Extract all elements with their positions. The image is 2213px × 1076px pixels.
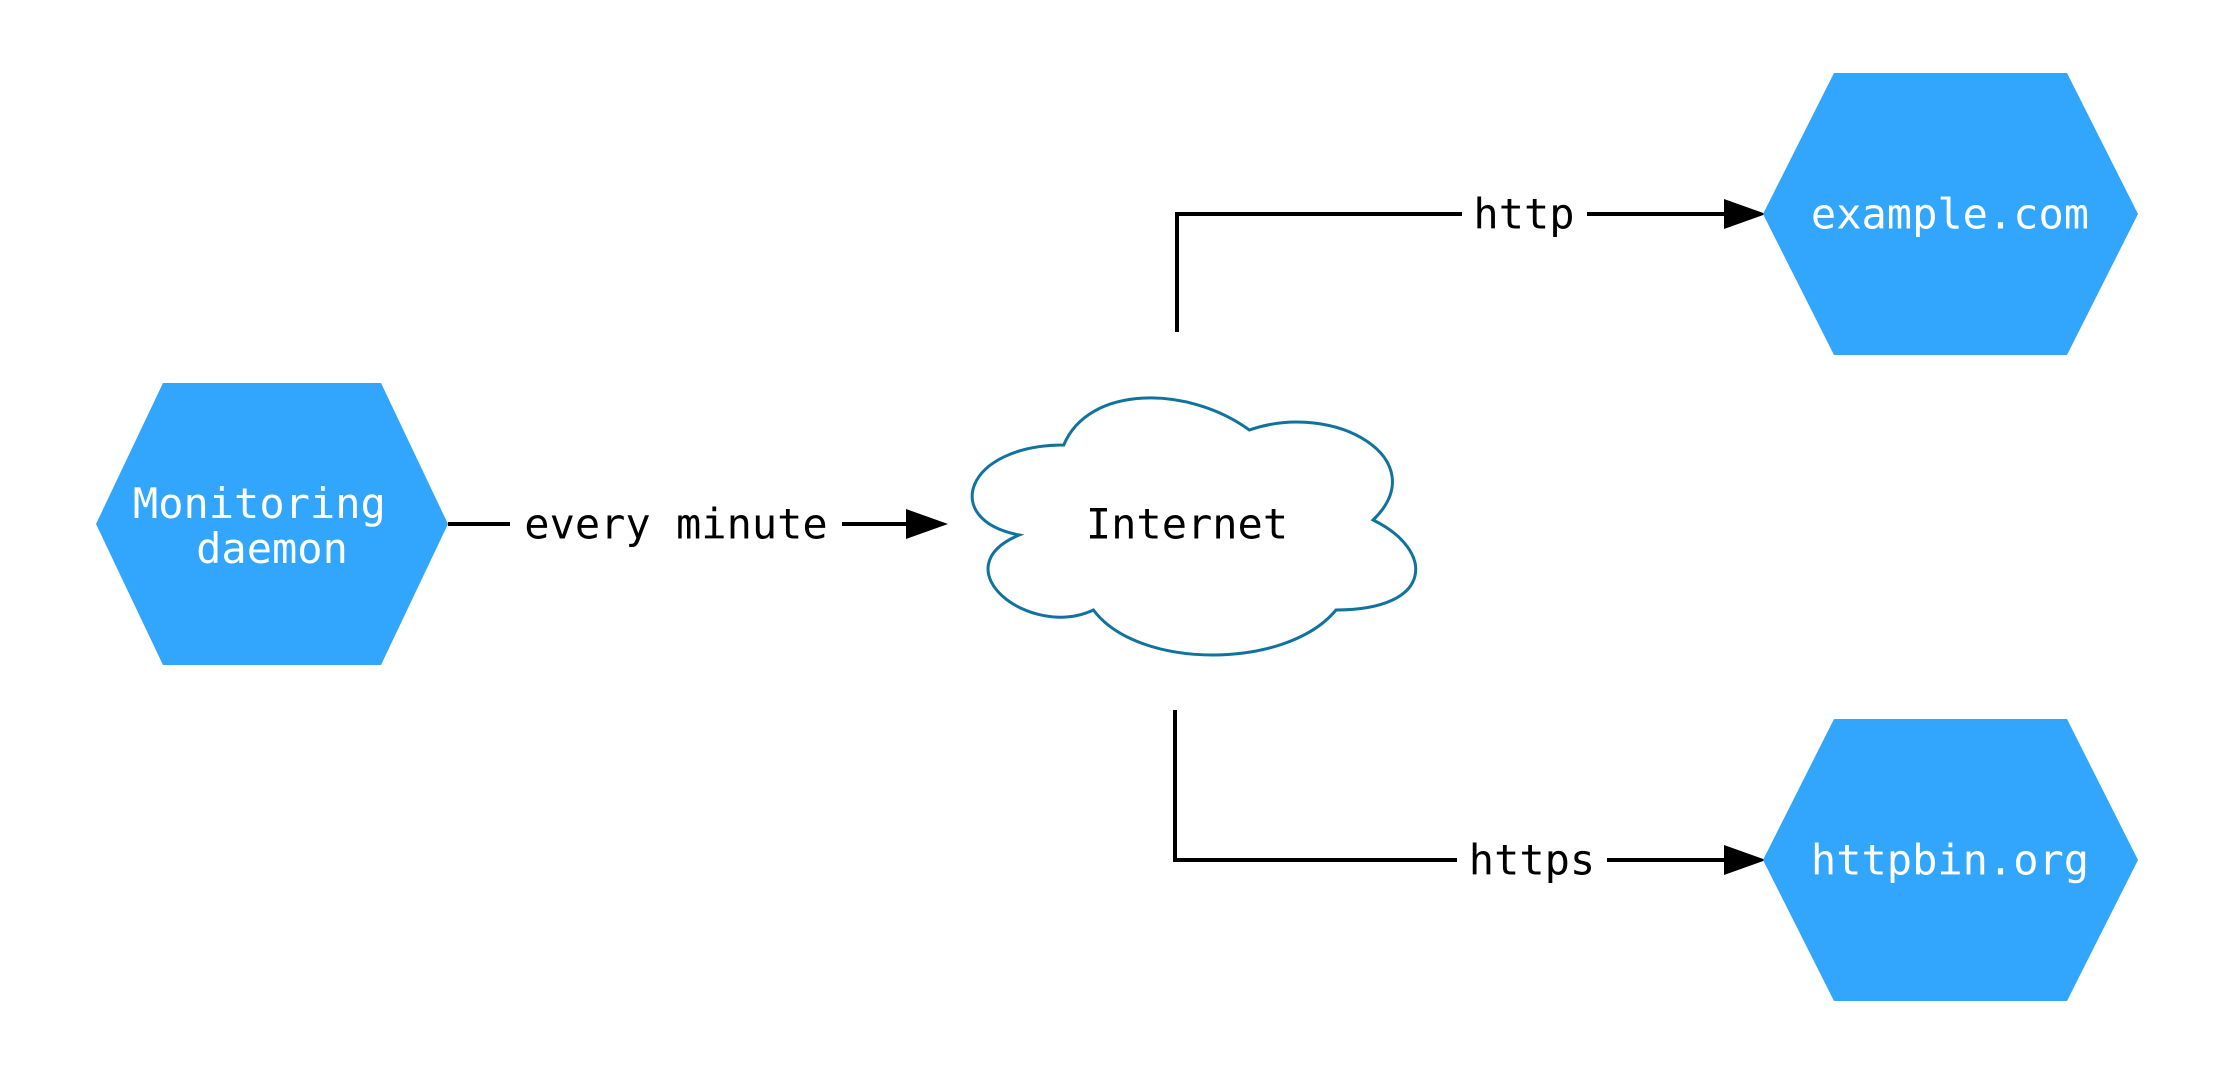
httpbin-org-hexagon	[1763, 719, 2138, 1001]
arrowhead-to-internet	[906, 509, 948, 539]
edge-https-label: https	[1469, 836, 1595, 885]
example-com-hexagon	[1763, 73, 2138, 355]
example-com-node: example.com	[1763, 73, 2138, 355]
edge-https: https	[1173, 710, 1766, 888]
edge-http: http	[1175, 186, 1766, 332]
example-com-label: example.com	[1811, 190, 2089, 239]
edge-every-minute-label: every minute	[524, 500, 827, 549]
edge-every-minute-label-bg	[510, 496, 842, 552]
internet-cloud-node: Internet	[970, 396, 1418, 657]
edge-https-label-bg	[1457, 832, 1607, 888]
arrowhead-to-example	[1724, 199, 1766, 229]
monitoring-daemon-node: Monitoring daemon	[96, 383, 448, 665]
edge-http-label: http	[1473, 190, 1574, 239]
httpbin-org-label: httpbin.org	[1811, 836, 2089, 885]
internet-cloud-shape	[970, 396, 1418, 657]
edge-http-label-bg	[1462, 186, 1587, 242]
monitoring-daemon-hexagon	[96, 383, 448, 665]
internet-label: Internet	[1086, 500, 1288, 549]
edge-every-minute: every minute	[448, 496, 948, 552]
httpbin-org-node: httpbin.org	[1763, 719, 2138, 1001]
arrowhead-to-httpbin	[1724, 845, 1766, 875]
monitoring-daemon-label: Monitoring daemon	[133, 479, 411, 573]
